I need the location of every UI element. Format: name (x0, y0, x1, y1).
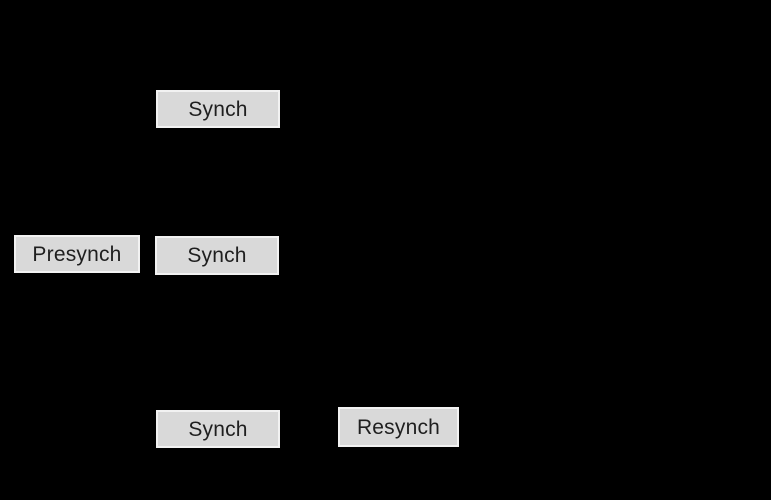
node-resynch: Resynch (338, 407, 459, 447)
node-synch-middle-label: Synch (187, 244, 247, 267)
node-synch-top: Synch (156, 90, 280, 128)
node-synch-bottom-label: Synch (188, 417, 248, 441)
node-synch-middle: Synch (155, 236, 279, 275)
node-presynch: Presynch (14, 235, 140, 273)
node-synch-top-label: Synch (188, 97, 248, 121)
node-synch-bottom: Synch (156, 410, 280, 448)
node-resynch-label: Resynch (356, 415, 441, 439)
node-presynch-label: Presynch (32, 242, 122, 266)
